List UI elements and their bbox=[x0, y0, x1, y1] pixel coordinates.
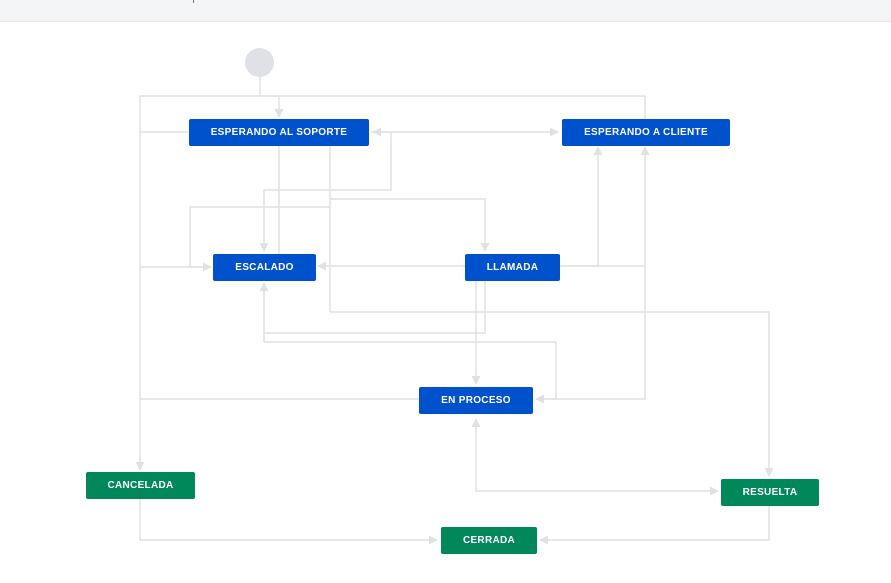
connector-soporte-llamada bbox=[330, 198, 490, 252]
status-cancelada[interactable]: CANCELADA bbox=[86, 472, 195, 499]
status-llamada[interactable]: LLAMADA bbox=[465, 254, 560, 281]
status-escalado[interactable]: ESCALADO bbox=[213, 254, 316, 281]
connector-cliente-proceso bbox=[535, 266, 646, 404]
connector-outer-loop bbox=[135, 95, 646, 471]
top-toolbar bbox=[0, 0, 891, 22]
connector-llamada-escalado-loop bbox=[259, 280, 486, 334]
toolbar-fragment bbox=[193, 0, 194, 3]
connector-soporte-escalado-a bbox=[259, 131, 392, 252]
status-esperando-a-cliente[interactable]: ESPERANDO A CLIENTE bbox=[562, 119, 730, 146]
connector-proceso-resuelta bbox=[471, 418, 719, 496]
connector-start bbox=[259, 77, 284, 118]
connector-resuelta-cerrada bbox=[539, 506, 770, 545]
connector-soporte-resuelta bbox=[329, 207, 774, 477]
status-cerrada[interactable]: CERRADA bbox=[441, 527, 537, 554]
connector-llamada-cliente-b bbox=[560, 146, 650, 267]
status-en-proceso[interactable]: EN PROCESO bbox=[419, 387, 533, 414]
start-node bbox=[245, 48, 274, 77]
connector-cancelada-cerrada bbox=[139, 499, 438, 545]
connector-soporte-down bbox=[189, 145, 331, 272]
connector-llamada-cliente-a bbox=[560, 146, 603, 267]
status-esperando-al-soporte[interactable]: ESPERANDO AL SOPORTE bbox=[189, 119, 369, 146]
status-resuelta[interactable]: RESUELTA bbox=[721, 479, 819, 506]
